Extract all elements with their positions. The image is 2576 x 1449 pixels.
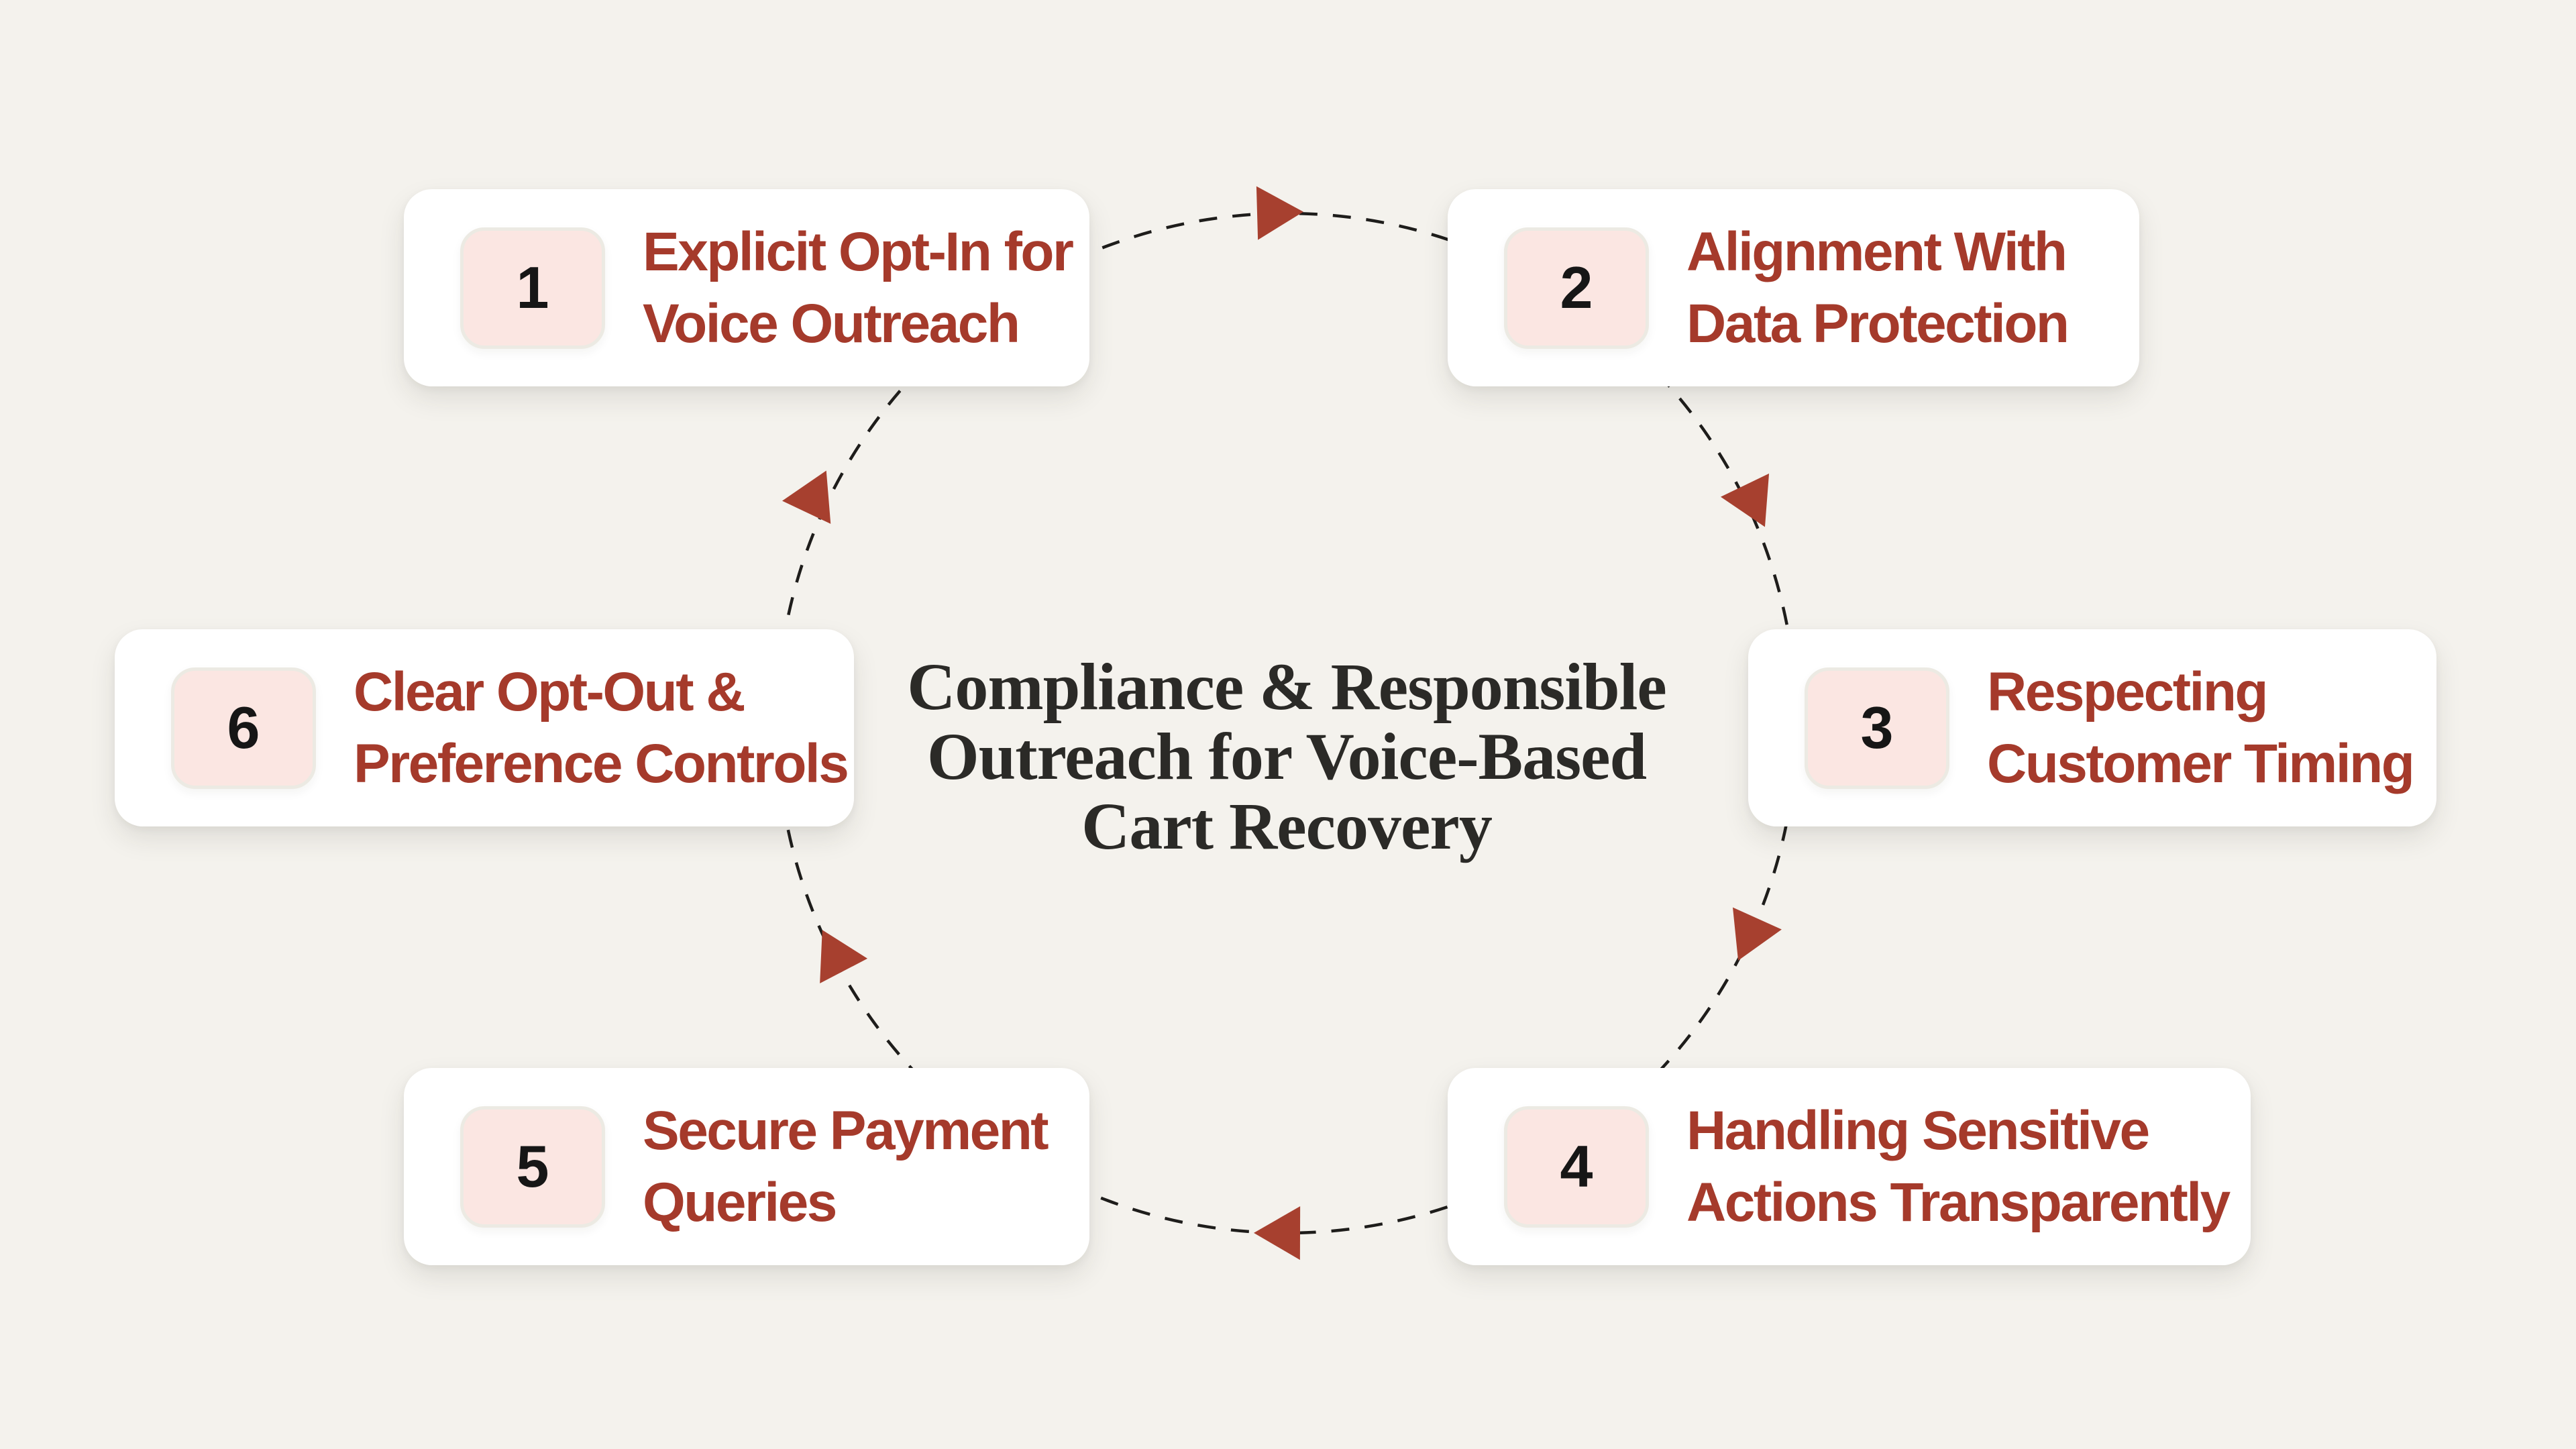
step-label: Alignment With Data Protection <box>1686 221 2070 354</box>
step-number-badge: 4 <box>1504 1106 1649 1228</box>
step-card-2: 2 Alignment With Data Protection <box>1448 189 2139 386</box>
flow-arrow-icon <box>1254 1206 1301 1260</box>
flow-arrow-icon <box>1733 907 1782 961</box>
step-card-3: 3 Respecting Customer Timing <box>1748 629 2436 826</box>
step-card-6: 6 Clear Opt-Out & Preference Controls <box>115 629 854 826</box>
flow-arrow-icon <box>1256 186 1303 240</box>
flow-arrow-icon <box>782 470 831 524</box>
step-number-badge: 6 <box>171 667 316 789</box>
step-number-badge: 1 <box>460 227 605 349</box>
step-label: Secure Payment Queries <box>643 1100 1049 1233</box>
step-label: Explicit Opt-In for Voice Outreach <box>643 221 1074 354</box>
step-card-4: 4 Handling Sensitive Actions Transparent… <box>1448 1068 2251 1265</box>
flow-arrow-icon <box>1720 473 1770 527</box>
step-number-badge: 5 <box>460 1106 605 1228</box>
diagram-title: Compliance & Responsible Outreach for Vo… <box>907 649 1667 863</box>
step-card-5: 5 Secure Payment Queries <box>404 1068 1089 1265</box>
step-number-badge: 2 <box>1504 227 1649 349</box>
step-card-1: 1 Explicit Opt-In for Voice Outreach <box>404 189 1089 386</box>
step-label: Handling Sensitive Actions Transparently <box>1686 1100 2231 1233</box>
step-label: Clear Opt-Out & Preference Controls <box>354 661 849 794</box>
flow-arrow-icon <box>820 930 868 983</box>
step-number-badge: 3 <box>1805 667 1949 789</box>
step-label: Respecting Customer Timing <box>1987 661 2415 794</box>
